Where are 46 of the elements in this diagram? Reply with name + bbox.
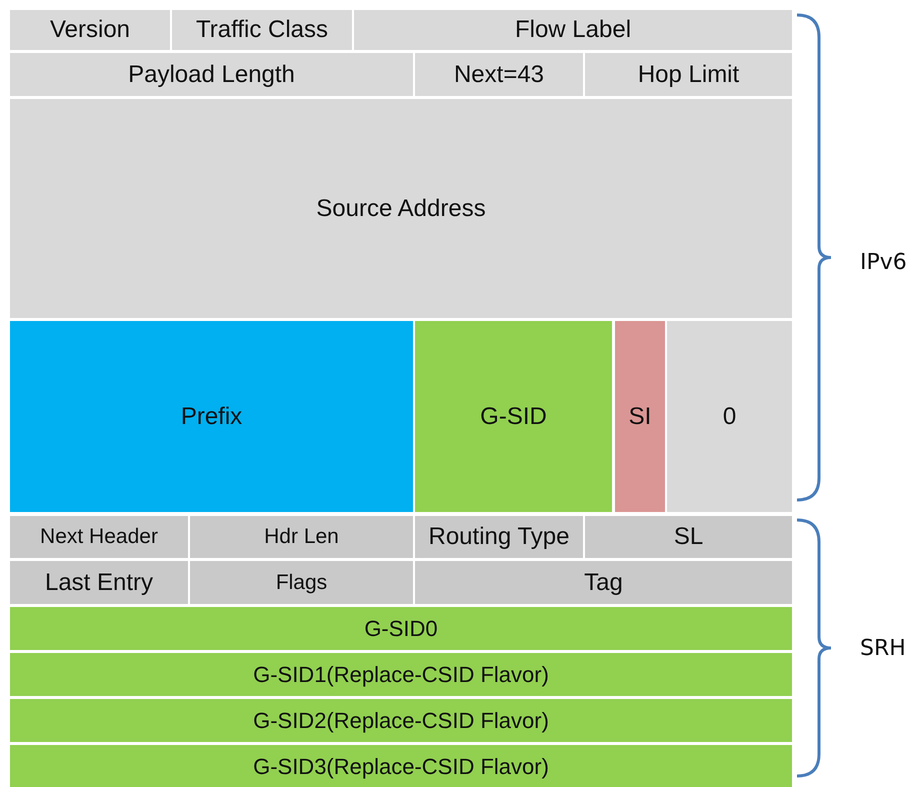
field-label: Hdr Len <box>264 525 339 549</box>
header-field <box>10 53 413 96</box>
header-field <box>10 699 792 742</box>
field-label: Version <box>50 16 130 44</box>
header-field <box>667 321 792 512</box>
header-field <box>354 10 792 50</box>
header-field <box>585 516 792 558</box>
field-label: Payload Length <box>128 60 295 88</box>
header-field <box>190 561 413 604</box>
header-field <box>10 516 188 558</box>
header-field <box>172 10 352 50</box>
section-label: IPv6 <box>860 250 907 275</box>
field-label: Flags <box>276 570 328 594</box>
si-field <box>615 321 665 512</box>
field-label: G-SID0 <box>364 616 438 642</box>
field-label: Hop Limit <box>638 60 740 88</box>
g-sid-field <box>415 321 612 512</box>
header-field <box>415 561 792 604</box>
header-field <box>10 99 792 318</box>
field-label: Source Address <box>316 194 486 222</box>
header-field <box>415 53 583 96</box>
field-label: G-SID3(Replace-CSID Flavor) <box>253 754 549 780</box>
header-field <box>190 516 413 558</box>
field-label: Tag <box>584 568 623 596</box>
field-label: SL <box>674 523 704 551</box>
header-field <box>10 745 792 787</box>
field-label: SI <box>628 402 652 430</box>
field-label: 0 <box>722 402 736 430</box>
field-label: Last Entry <box>44 568 154 596</box>
section-label: SRH <box>860 636 906 661</box>
header-field <box>585 53 792 96</box>
field-label: Flow Label <box>514 16 632 44</box>
field-label: G-SID2(Replace-CSID Flavor) <box>253 708 549 734</box>
field-label: G-SID <box>480 402 547 430</box>
field-label: Next=43 <box>454 60 544 88</box>
field-label: Traffic Class <box>196 16 328 44</box>
header-field <box>10 607 792 650</box>
field-label: Prefix <box>180 402 242 430</box>
prefix-field <box>10 321 413 512</box>
field-label: G-SID1(Replace-CSID Flavor) <box>253 662 549 688</box>
field-label: Next Header <box>40 525 158 549</box>
header-field <box>10 561 188 604</box>
header-field <box>10 653 792 696</box>
header-field <box>10 10 170 50</box>
header-field <box>415 516 583 558</box>
field-label: Routing Type <box>428 523 570 551</box>
